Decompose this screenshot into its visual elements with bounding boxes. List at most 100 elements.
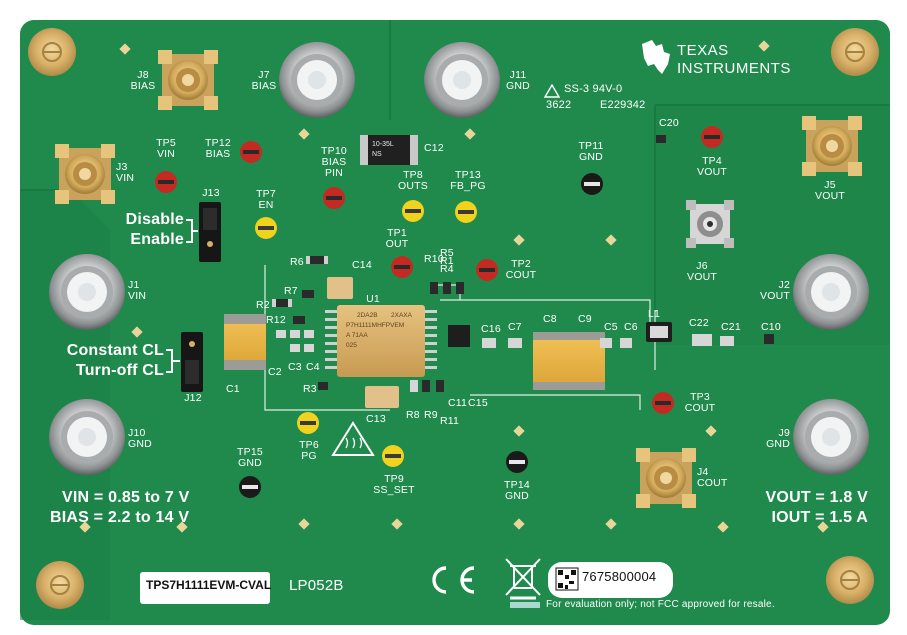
part-number-label: TPS7H1111EVM-CVAL: [140, 572, 271, 598]
j1-banana-jack: [49, 254, 125, 330]
c1-refdes: C1: [226, 383, 240, 395]
r8-refdes: R8: [406, 409, 420, 421]
r12-refdes: R12: [266, 314, 286, 326]
c7-refdes: C7: [508, 321, 522, 333]
j10-banana-jack: [49, 399, 125, 475]
c14-refdes: C14: [352, 259, 372, 271]
j12-option-constant: Constant CL: [66, 342, 164, 359]
j13-option-disable: Disable: [125, 211, 184, 228]
c3-refdes: C3: [288, 361, 302, 373]
j13-refdes: J13: [202, 187, 220, 199]
j13-silk-bracket: [186, 219, 198, 243]
tp14-testpoint: [506, 451, 528, 473]
serial-number: 7675800004: [582, 569, 657, 584]
mounting-hole-tl: [28, 28, 76, 76]
fcc-notice: For evaluation only; not FCC approved fo…: [546, 599, 775, 610]
tp10-testpoint: [323, 187, 345, 209]
ce-mark-icon: [432, 566, 475, 594]
mounting-hole-br: [826, 556, 874, 604]
tp6-testpoint: [297, 412, 319, 434]
vias: [79, 40, 829, 533]
tp1-testpoint: [391, 256, 413, 278]
c15-refdes: C15: [468, 397, 488, 409]
c13-refdes: C13: [366, 413, 386, 425]
c12-marking-line-1: 10-35L: [372, 141, 394, 148]
j12-refdes: J12: [184, 392, 202, 404]
r9-refdes: R9: [424, 409, 438, 421]
u1-ic: [325, 305, 437, 377]
cert-code: SS-3 94V-0: [564, 83, 623, 95]
u1-marking-line-2: 2XAXA: [391, 312, 412, 319]
c12-capacitor: [360, 135, 418, 165]
spec-iout: IOUT = 1.5 A: [771, 509, 868, 526]
c4-refdes: C4: [306, 361, 320, 373]
r1-refdes: R1: [440, 255, 454, 267]
j3-sma-connector: [55, 144, 115, 204]
u1-refdes: U1: [366, 293, 380, 305]
smd-passives: [272, 135, 774, 392]
c10-refdes: C10: [761, 321, 781, 333]
r7-refdes: R7: [284, 285, 298, 297]
spec-vout: VOUT = 1.8 V: [765, 489, 868, 506]
r10-refdes: R10: [424, 253, 444, 265]
c9-tantalum-capacitor: [569, 332, 605, 390]
r5-refdes: R5: [440, 247, 454, 259]
j13-jumper-header: [199, 202, 221, 262]
spec-bias: BIAS = 2.2 to 14 V: [50, 509, 190, 526]
tp3-testpoint: [652, 392, 674, 414]
u1-marking-line-5: 025: [346, 342, 357, 349]
notice-swatch: [510, 602, 540, 608]
spec-vin: VIN = 0.85 to 7 V: [62, 489, 190, 506]
brand-line-2: INSTRUMENTS: [677, 60, 791, 77]
mounting-hole-tr: [831, 28, 879, 76]
c1-tantalum-capacitor: [224, 314, 266, 370]
tp13-testpoint: [455, 201, 477, 223]
tp8-testpoint: [402, 200, 424, 222]
tp11-testpoint: [581, 173, 603, 195]
u1-marking-line-1: 2DA2B: [357, 312, 378, 319]
tp12-testpoint: [240, 141, 262, 163]
date-code: 3622: [546, 99, 572, 111]
r6-refdes: R6: [290, 256, 304, 268]
brand-line-1: TEXAS: [677, 42, 729, 59]
j9-banana-jack: [793, 399, 869, 475]
c11-refdes: C11: [448, 397, 468, 409]
c6-refdes: C6: [624, 321, 638, 333]
c22-refdes: C22: [689, 317, 709, 329]
c8-refdes: C8: [543, 313, 557, 325]
r4-refdes: R4: [440, 263, 454, 275]
weee-bin-icon: [505, 558, 541, 600]
hot-surface-warning-icon: [331, 421, 375, 456]
j8-sma-connector: [158, 50, 218, 110]
tp4-testpoint: [701, 126, 723, 148]
c8-tantalum-capacitor: [533, 332, 569, 390]
c2-refdes: C2: [268, 366, 282, 378]
ti-logo-icon: [642, 40, 670, 74]
c20-refdes: C20: [659, 117, 679, 129]
qr-code-icon: [555, 567, 579, 591]
mounting-hole-bl: [36, 561, 84, 609]
j4-sma-connector: [636, 448, 696, 508]
j2-banana-jack: [793, 254, 869, 330]
j11-banana-jack: [424, 42, 500, 118]
ul-mark-icon: [543, 83, 561, 98]
r11-refdes: R11: [440, 415, 460, 427]
l1-inductor: [646, 322, 672, 342]
c9-refdes: C9: [578, 313, 592, 325]
